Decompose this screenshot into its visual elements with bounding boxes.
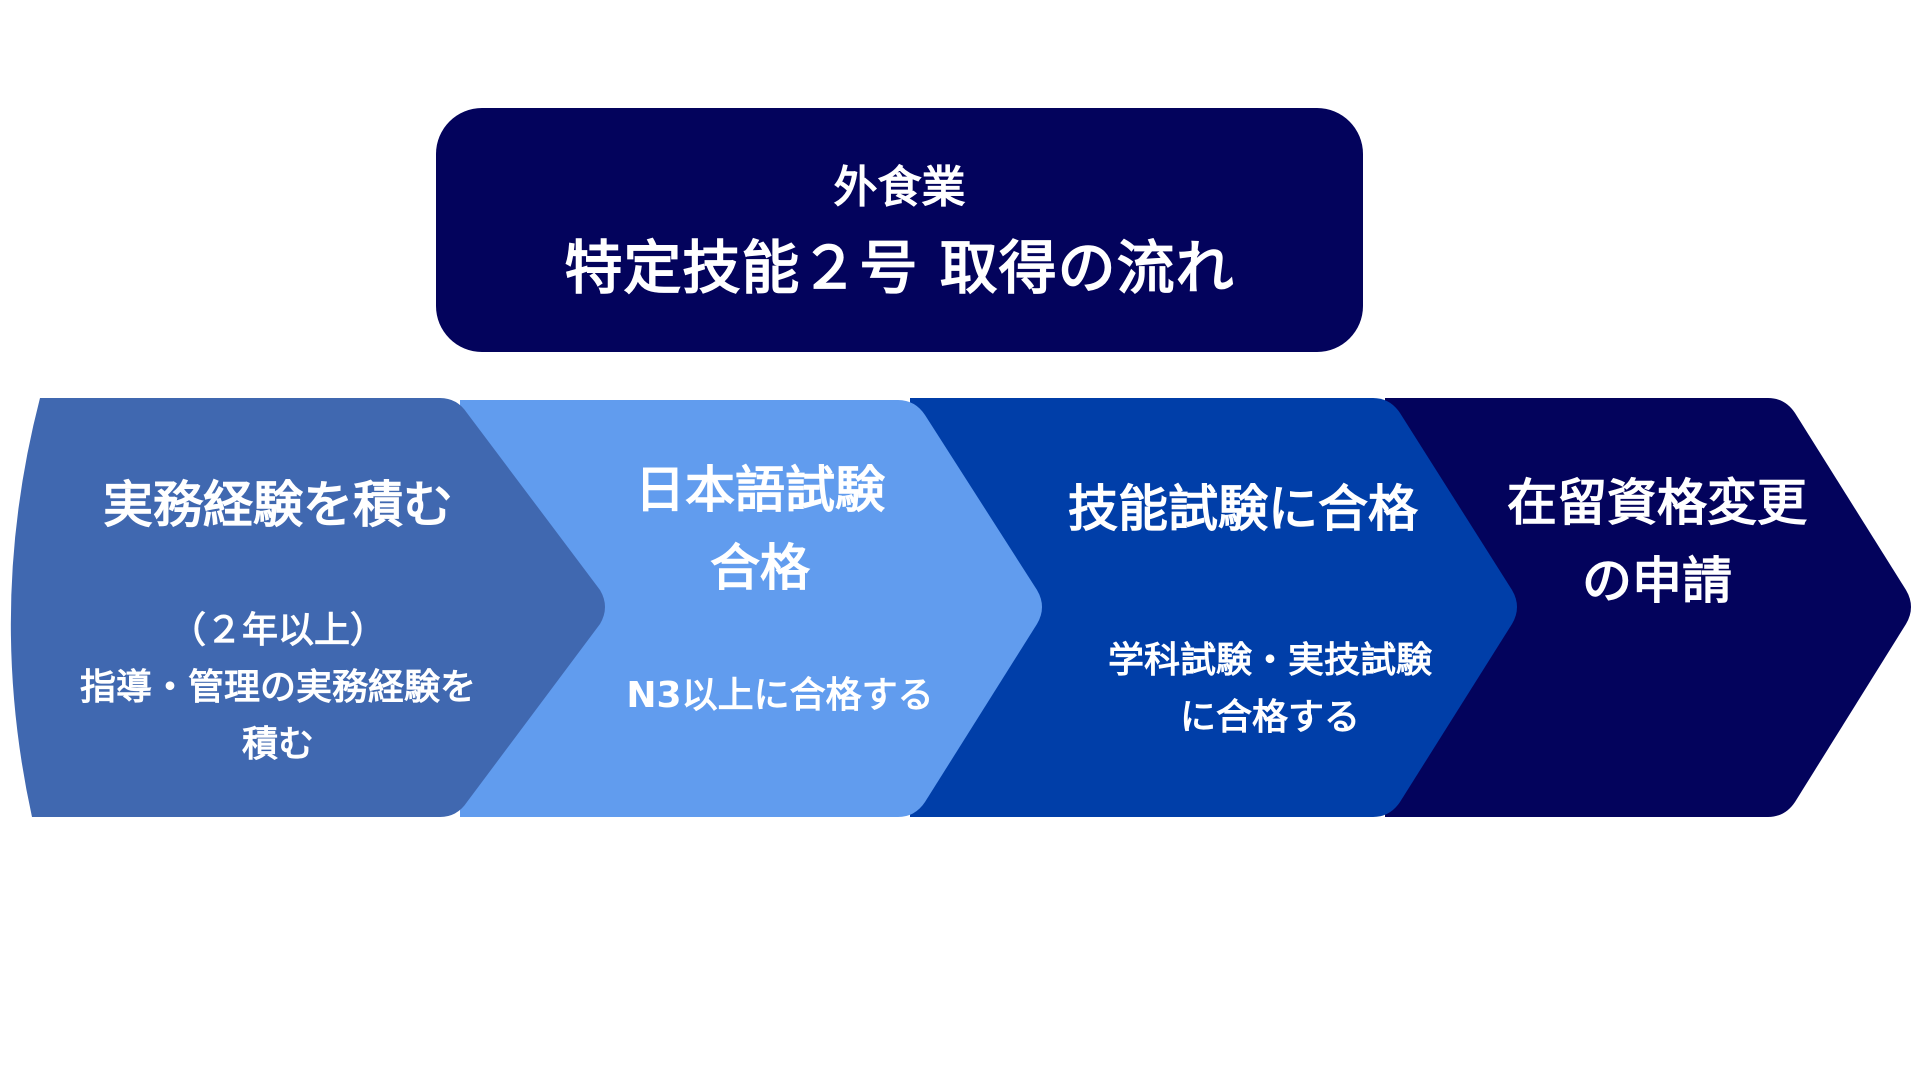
step-3-chevron-shape	[910, 398, 1517, 817]
step-1: 実務経験を積む	[28, 466, 528, 544]
step-2-description: N3以上に合格する	[580, 667, 980, 724]
step-2-desc-line: N3以上に合格する	[626, 675, 934, 716]
header-subtitle: 外食業	[833, 162, 966, 213]
step-3-title: 技能試験に合格	[1068, 480, 1418, 538]
step-3: 技能試験に合格	[1023, 470, 1463, 548]
step-4-title-line: の申請	[1582, 552, 1732, 610]
step-1-chevron-shape	[10, 398, 605, 817]
step-4: 在留資格変更 の申請	[1457, 464, 1857, 620]
step-2: 日本語試験 合格	[560, 451, 960, 607]
step-1-desc-line: 積む	[241, 724, 314, 765]
step-3-desc-line: に合格する	[1179, 697, 1360, 738]
step-4-title-line: 在留資格変更	[1507, 474, 1807, 532]
header-title: 特定技能２号 取得の流れ	[564, 234, 1235, 302]
header-title-box: 外食業 特定技能２号 取得の流れ	[436, 108, 1363, 352]
step-2-title-line: 合格	[710, 539, 810, 597]
step-1-title: 実務経験を積む	[103, 476, 453, 534]
step-3-desc-line: 学科試験・実技試験	[1107, 640, 1432, 681]
step-1-desc-line: （２年以上）	[169, 610, 386, 651]
step-4-chevron-shape	[1385, 398, 1911, 817]
step-1-desc-line: 指導・管理の実務経験を	[79, 667, 476, 708]
step-2-chevron-shape	[460, 400, 1042, 817]
step-3-description: 学科試験・実技試験 に合格する	[1050, 632, 1490, 746]
step-2-title-line: 日本語試験	[635, 461, 885, 519]
step-1-description: （２年以上） 指導・管理の実務経験を 積む	[28, 602, 528, 773]
